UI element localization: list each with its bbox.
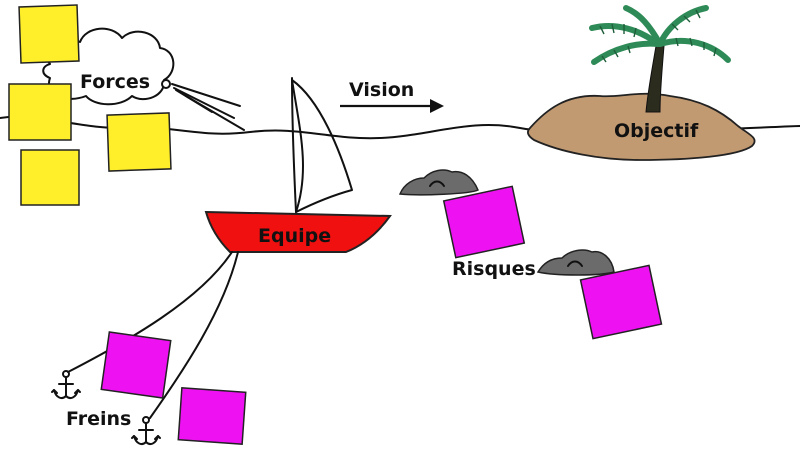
sticky-notes-risks	[442, 185, 663, 340]
sticky-note-magenta	[177, 387, 247, 445]
anchor-icon	[131, 416, 161, 445]
sticky-notes-brakes	[100, 331, 247, 445]
sticky-note-magenta	[100, 331, 172, 399]
sticky-notes-forces	[8, 4, 172, 206]
sticky-note-magenta	[579, 264, 663, 340]
rock-icon	[536, 249, 615, 276]
arrow-right-icon	[340, 99, 444, 113]
sticky-note-yellow	[106, 112, 172, 172]
palm-tree-icon	[589, 5, 731, 113]
sticky-note-yellow	[8, 83, 72, 141]
boat-hull	[204, 210, 392, 253]
sticky-note-yellow	[20, 149, 80, 206]
vision-label: Vision	[349, 79, 414, 101]
anchor-ropes	[67, 251, 239, 419]
rock-icon	[398, 169, 479, 196]
sticky-note-yellow	[18, 4, 80, 64]
sailboat-icon	[204, 77, 392, 253]
anchor-icon	[51, 370, 81, 399]
forces-label: Forces	[80, 71, 150, 93]
island-icon	[527, 92, 756, 161]
team-label: Equipe	[258, 225, 331, 247]
brakes-label: Freins	[66, 408, 131, 430]
objective-label: Objectif	[614, 120, 699, 142]
sticky-note-magenta	[442, 185, 526, 259]
wind-icon	[171, 83, 245, 131]
risks-label: Risques	[452, 258, 536, 280]
